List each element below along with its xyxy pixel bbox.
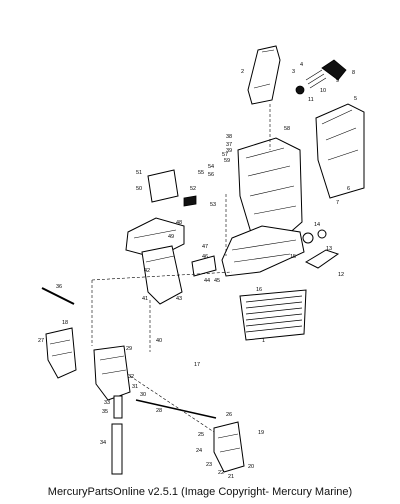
swivel-bracket-upper-part — [125, 217, 185, 305]
callout-10: 10 — [320, 88, 326, 94]
anode-plate-part — [239, 289, 307, 341]
callout-13: 13 — [326, 246, 332, 252]
callout-31: 31 — [132, 384, 138, 390]
callout-3: 3 — [292, 69, 295, 75]
callout-38: 38 — [226, 134, 232, 140]
cross-bolt-part — [135, 399, 217, 419]
callout-2: 2 — [241, 69, 244, 75]
callout-50: 50 — [136, 186, 142, 192]
callout-53: 53 — [210, 202, 216, 208]
gasket-ring-part — [304, 249, 340, 269]
callout-40: 40 — [156, 338, 162, 344]
callout-4: 4 — [300, 62, 303, 68]
callout-26: 26 — [226, 412, 232, 418]
callout-57: 57 — [222, 152, 228, 158]
callout-28: 28 — [156, 408, 162, 414]
callout-9: 9 — [336, 78, 339, 84]
driveshaft-housing-part — [221, 137, 305, 277]
callout-58: 58 — [284, 126, 290, 132]
callout-15: 15 — [290, 254, 296, 260]
callout-19: 19 — [258, 430, 264, 436]
callout-17: 17 — [194, 362, 200, 368]
shift-box-part — [147, 169, 197, 207]
alignment-lines — [91, 104, 271, 433]
callout-24: 24 — [196, 448, 202, 454]
callout-5: 5 — [354, 96, 357, 102]
callout-1: 1 — [262, 338, 265, 344]
callout-36: 36 — [56, 284, 62, 290]
callout-23: 23 — [206, 462, 212, 468]
callout-32: 32 — [128, 374, 134, 380]
callout-52: 52 — [190, 186, 196, 192]
callout-18: 18 — [62, 320, 68, 326]
callout-16: 16 — [256, 287, 262, 293]
callout-27: 27 — [38, 338, 44, 344]
callout-22: 22 — [218, 470, 224, 476]
tube-part — [111, 395, 123, 475]
callout-55: 55 — [198, 170, 204, 176]
callout-46: 46 — [202, 254, 208, 260]
callout-43: 43 — [176, 296, 182, 302]
callout-25: 25 — [198, 432, 204, 438]
intake-elbow-part — [247, 45, 281, 105]
callout-7: 7 — [336, 200, 339, 206]
callout-20: 20 — [248, 464, 254, 470]
callout-54: 54 — [208, 164, 214, 170]
swivel-bracket-lower-part — [93, 345, 131, 401]
callout-49: 49 — [168, 234, 174, 240]
callout-47: 47 — [202, 244, 208, 250]
callout-59: 59 — [224, 158, 230, 164]
callout-14: 14 — [314, 222, 320, 228]
callout-44: 44 — [204, 278, 210, 284]
callout-35: 35 — [102, 409, 108, 415]
callout-30: 30 — [140, 392, 146, 398]
callout-8: 8 — [352, 70, 355, 76]
callout-45: 45 — [214, 278, 220, 284]
right-clamp-bracket-part — [213, 421, 245, 473]
callout-48: 48 — [176, 220, 182, 226]
callout-37: 37 — [226, 142, 232, 148]
callout-6: 6 — [347, 186, 350, 192]
callout-33: 33 — [104, 400, 110, 406]
bushing-part — [302, 229, 327, 244]
callout-labels: 1 2 3 4 5 6 7 8 9 10 11 12 13 14 15 16 1… — [38, 62, 357, 480]
exploded-parts-diagram: 1 2 3 4 5 6 7 8 9 10 11 12 13 14 15 16 1… — [38, 45, 365, 480]
fitting-spring-part — [295, 59, 347, 95]
callout-21: 21 — [228, 474, 234, 480]
callout-51: 51 — [136, 170, 142, 176]
clamp-pad-part — [191, 255, 217, 277]
long-bolt-part — [41, 287, 75, 305]
callout-12: 12 — [338, 272, 344, 278]
exhaust-cover-part — [315, 103, 365, 199]
left-clamp-bracket-part — [45, 327, 77, 379]
callout-29: 29 — [126, 346, 132, 352]
image-caption: MercuryPartsOnline v2.5.1 (Image Copyrig… — [47, 486, 353, 498]
callout-41: 41 — [142, 296, 148, 302]
callout-56: 56 — [208, 172, 214, 178]
callout-39: 39 — [226, 148, 232, 154]
callout-34: 34 — [100, 440, 106, 446]
callout-42: 42 — [144, 268, 150, 274]
callout-11: 11 — [308, 97, 314, 103]
